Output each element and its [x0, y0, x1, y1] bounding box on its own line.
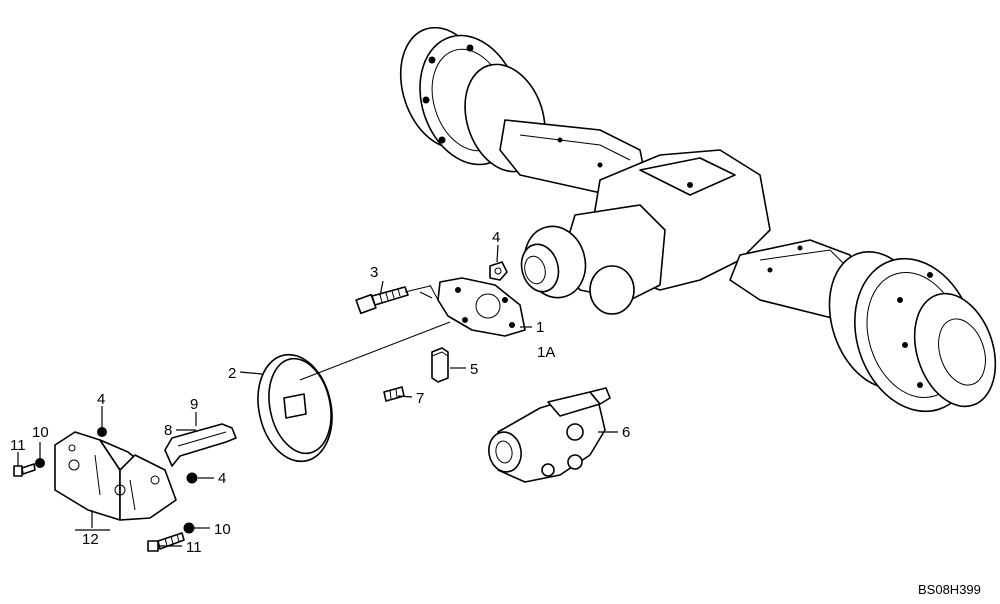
callout-12: 12	[82, 531, 99, 548]
callout-4-mid: 4	[218, 470, 226, 487]
part-8-9-strap[interactable]	[164, 423, 237, 467]
callout-6: 6	[622, 424, 630, 441]
callout-11-left: 11	[10, 437, 26, 454]
part-4-nut-mid[interactable]	[186, 472, 198, 484]
part-4-nut-left[interactable]	[97, 427, 107, 437]
callout-8: 8	[164, 422, 172, 439]
callout-9: 9	[190, 396, 198, 413]
drawing-code: BS08H399	[918, 582, 981, 597]
callout-5: 5	[470, 361, 478, 378]
input-pinion	[520, 204, 666, 315]
callout-4-left: 4	[97, 391, 105, 408]
part-1-bracket-plate[interactable]	[419, 277, 526, 337]
callout-1: 1	[536, 319, 544, 336]
part-3-bolt[interactable]	[355, 286, 409, 315]
right-wheel-hub	[828, 250, 997, 413]
part-12-mounting-bracket[interactable]	[54, 431, 177, 521]
callout-4-top: 4	[492, 229, 500, 246]
part-10-washer-left[interactable]	[35, 458, 45, 468]
callout-10-bottom: 10	[214, 521, 231, 538]
axle-assembly	[399, 26, 997, 413]
part-6-valve-assembly[interactable]	[486, 387, 611, 483]
part-4-nut-top[interactable]	[489, 261, 508, 281]
part-11-bolt-left[interactable]	[13, 463, 36, 477]
part-7-pin[interactable]	[383, 386, 405, 402]
callout-10-left: 10	[32, 424, 49, 441]
leader-lines	[17, 244, 618, 547]
callout-2: 2	[228, 365, 236, 382]
part-5-block[interactable]	[431, 347, 449, 383]
part-10-washer-bottom[interactable]	[183, 522, 195, 534]
part-11-bolt-bottom[interactable]	[147, 532, 185, 552]
callout-3: 3	[370, 264, 378, 281]
part-2-brake-disc[interactable]	[249, 348, 342, 469]
callout-7: 7	[416, 390, 424, 407]
callout-11-bottom: 11	[186, 539, 202, 556]
callout-1a: 1A	[537, 344, 555, 361]
